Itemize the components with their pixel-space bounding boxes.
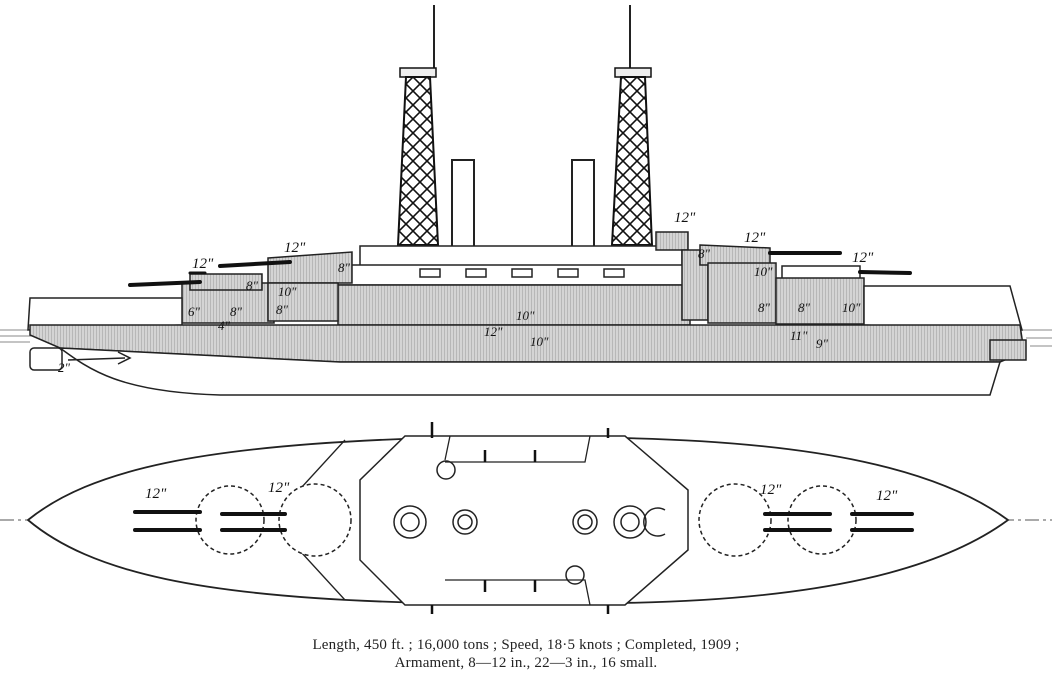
forward-turrets [181,251,353,324]
caption-line-1: Length, 450 ft. ; 16,000 tons ; Speed, 1… [312,637,740,653]
caption-line-2: Armament, 8—12 in., 22—3 in., 16 small. [394,655,658,671]
label-turret1-gun: 12" [192,256,214,272]
plan-label-turret3: 12" [760,482,782,498]
label-aft-barb-1: 8" [758,300,771,315]
plan-gun-labels: 12" 12" 12" 12" [145,480,898,504]
plan-label-turret2: 12" [268,480,290,496]
profile-armour-labels: 12" 12" 12" 12" 12" 8" 8" 10" 8" 8" 6" 4… [58,210,874,375]
plan-label-turret4: 12" [876,488,898,504]
label-casemate-aft: 8" [698,246,711,261]
label-main-belt: 12" [484,324,503,339]
superstructure [337,231,709,326]
profile-view: 12" 12" 12" 12" 12" 8" 8" 10" 8" 8" 6" 4… [0,5,1052,396]
label-belt-bow-1: 6" [188,304,201,319]
funnel-aft [571,159,595,249]
label-barbette-1: 8" [246,278,259,293]
plan-guns [133,510,914,532]
funnel-fore [451,159,475,249]
mast-fore [396,5,440,246]
label-barbette-2: 8" [230,304,243,319]
stern-anchor [67,351,132,365]
label-turret3-gun: 12" [744,230,766,246]
hull-upper [27,285,1023,331]
portholes [419,268,625,278]
bow-fitting [29,347,63,371]
plan-turrets [195,483,857,557]
hull-lower [57,347,1002,396]
plan-funnels [393,460,666,585]
label-turret2-gun: 12" [284,240,306,256]
label-belt-lower-fwd: 8" [276,302,289,317]
label-barbette-3: 10" [754,264,773,279]
label-stern: 2" [58,360,71,375]
label-citadel: 10" [516,308,535,323]
aft-turrets [699,244,865,325]
plan-label-turret1: 12" [145,486,167,502]
mast-main [610,5,654,246]
plan-davits [430,422,610,614]
label-casemate-fwd: 8" [338,260,351,275]
label-belt-bow-2: 4" [218,318,231,333]
stern-post [989,339,1027,361]
plan-view: 12" 12" 12" 12" [0,422,1052,614]
label-aft-belt-1: 11" [790,328,808,343]
label-aft-barb-3: 10" [842,300,861,315]
label-turret4-gun: 12" [852,250,874,266]
label-aft-barb-2: 8" [798,300,811,315]
label-belt-upper-fwd: 10" [278,284,297,299]
label-conning-tower: 12" [674,210,696,226]
label-lower-belt: 10" [530,334,549,349]
profile-guns [128,251,912,287]
label-aft-belt-2: 9" [816,336,829,351]
